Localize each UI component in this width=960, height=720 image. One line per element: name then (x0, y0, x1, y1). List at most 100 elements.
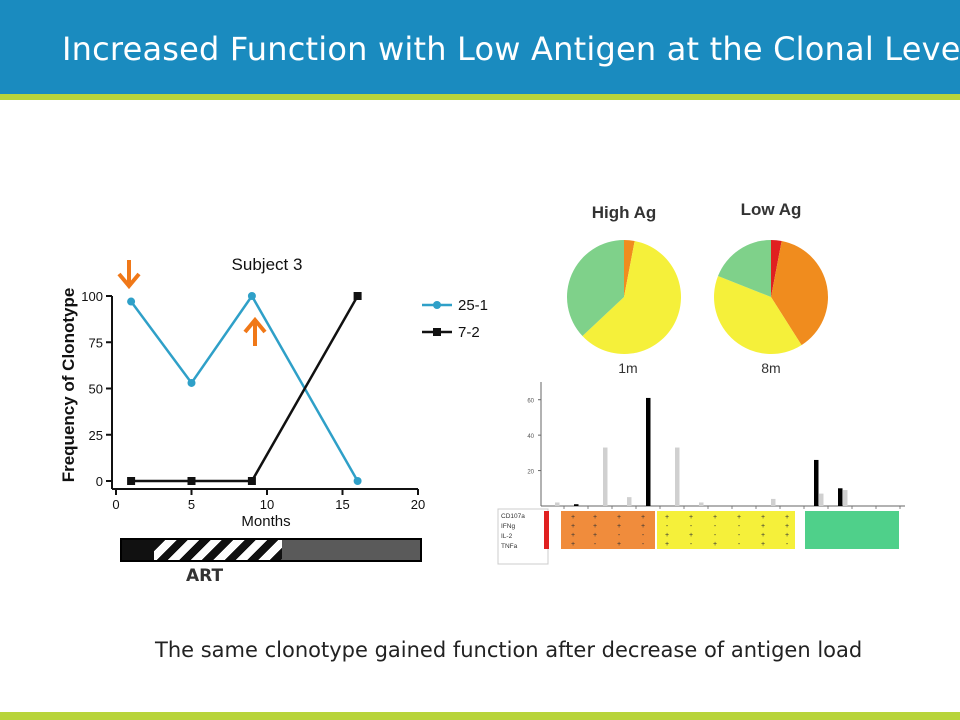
data-point (187, 378, 196, 387)
function-sign: + (571, 514, 575, 521)
function-sign: + (641, 514, 645, 521)
data-point (127, 477, 136, 485)
function-sign: + (689, 532, 693, 539)
pie-slice (771, 241, 828, 346)
x-tick-label: 0 (112, 497, 119, 512)
function-sign: + (689, 514, 693, 521)
group-block (805, 511, 899, 549)
pie-label-high: 1m (618, 360, 637, 376)
group-block (657, 511, 795, 549)
function-sign: - (594, 541, 597, 548)
bar (843, 490, 848, 506)
bar (574, 504, 579, 506)
therapy-label: ART (186, 566, 224, 586)
post-therapy-segment (282, 540, 420, 560)
function-sign: - (738, 523, 741, 530)
y-tick-label: 75 (89, 335, 103, 350)
group-block (561, 511, 655, 549)
data-point (353, 477, 362, 485)
function-sign: + (737, 514, 741, 521)
footer-accent-rule (0, 712, 960, 720)
data-point (187, 477, 196, 485)
header-accent-rule (0, 94, 960, 100)
bar (699, 502, 704, 506)
therapy-segment (154, 540, 282, 560)
function-sign: - (690, 541, 693, 548)
pie-title-low: Low Ag (741, 200, 802, 219)
data-point (247, 292, 256, 300)
function-sign: + (617, 523, 621, 530)
y-tick-label: 25 (89, 428, 103, 443)
function-sign: + (761, 541, 765, 548)
function-sign: + (713, 541, 717, 548)
y-tick-label: 0 (96, 474, 103, 489)
function-label-box (497, 508, 549, 565)
bar-y-tick-label: 40 (527, 434, 534, 440)
function-sign: + (665, 541, 669, 548)
bar (603, 447, 608, 506)
low-antigen-arrow (243, 316, 267, 346)
pre-therapy-segment (122, 540, 154, 560)
bar (646, 397, 651, 506)
function-label: CD107a (501, 513, 525, 520)
function-label: TNFa (501, 543, 518, 550)
y-tick-label: 50 (89, 382, 103, 397)
function-sign: + (593, 514, 597, 521)
function-sign: + (761, 532, 765, 539)
bar (838, 488, 843, 506)
bar (555, 502, 560, 506)
x-tick-label: 15 (335, 497, 349, 512)
pie-charts: High Ag Low Ag 1m 8m (567, 200, 828, 376)
bar-y-tick-label: 60 (527, 399, 534, 405)
pie-slice (582, 241, 681, 354)
data-point (127, 297, 136, 306)
function-sign: + (617, 541, 621, 548)
x-tick-label: 5 (188, 497, 195, 512)
bar (675, 447, 680, 506)
line-chart: Subject 3 Frequency of Clonotype Months … (59, 255, 488, 530)
bar (627, 497, 632, 506)
pie-label-low: 8m (761, 360, 780, 376)
pie-slice (714, 276, 802, 354)
function-sign: + (761, 514, 765, 521)
bar (771, 498, 776, 506)
header-bar (0, 0, 960, 94)
function-sign: + (593, 523, 597, 530)
function-sign: - (690, 523, 693, 530)
high-antigen-arrow (117, 260, 141, 290)
slide-title: Increased Function with Low Antigen at t… (62, 30, 960, 68)
function-sign: + (571, 541, 575, 548)
bar (814, 459, 819, 506)
pie-slice (624, 240, 635, 297)
function-sign: + (665, 514, 669, 521)
series-line (131, 295, 359, 483)
function-sign: + (593, 532, 597, 539)
pie-slice (771, 240, 782, 297)
function-sign: + (785, 514, 789, 521)
function-sign: + (665, 532, 669, 539)
function-sign: - (642, 541, 645, 548)
function-sign: - (738, 532, 741, 539)
x-tick-label: 20 (411, 497, 425, 512)
slide-caption: The same clonotype gained function after… (155, 638, 863, 662)
function-sign: + (785, 532, 789, 539)
function-sign: + (785, 523, 789, 530)
function-sign: + (617, 514, 621, 521)
group-block (544, 511, 549, 549)
function-sign: + (641, 523, 645, 530)
function-sign: + (571, 523, 575, 530)
legend-swatch-marker (433, 328, 441, 336)
function-sign: + (761, 523, 765, 530)
function-sign: - (714, 523, 717, 530)
x-axis-label: Months (241, 513, 290, 530)
function-sign: - (666, 523, 669, 530)
function-sign: - (714, 532, 717, 539)
function-sign: - (786, 541, 789, 548)
x-tick-label: 10 (260, 497, 274, 512)
therapy-timeline-bar (120, 538, 422, 562)
bar-y-tick-label: 20 (527, 470, 534, 476)
bar (819, 493, 824, 506)
pie-slice (718, 240, 771, 297)
pie-slice (567, 240, 624, 337)
y-tick-label: 100 (81, 289, 103, 304)
